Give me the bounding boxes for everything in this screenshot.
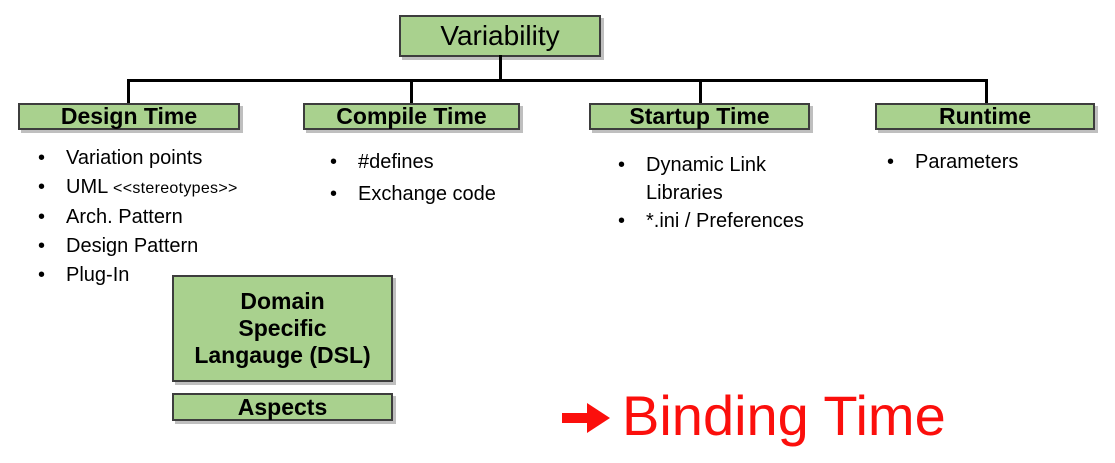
branch-label-design-time: Design Time <box>60 103 198 129</box>
list-item-text: Dynamic Link Libraries <box>646 154 767 204</box>
branch-box-compile-time: Compile Time <box>303 103 520 130</box>
list-item: #defines <box>322 148 542 177</box>
list-item-text: Design Pattern <box>66 235 199 257</box>
branch-label-runtime: Runtime <box>939 103 1031 129</box>
branch-label-startup-time: Startup Time <box>629 103 770 129</box>
branch-box-startup-time: Startup Time <box>589 103 810 130</box>
design-time-list: Variation points UML <<stereotypes>> Arc… <box>30 144 290 290</box>
variability-box: Variability <box>399 15 601 57</box>
list-item-text: *.ini / Preferences <box>646 210 804 232</box>
connector-stub-compile-time <box>410 79 413 105</box>
connector-stub-design-time <box>127 79 130 105</box>
list-item: Variation points <box>30 144 290 173</box>
list-item-text: Variation points <box>66 147 203 169</box>
compile-time-list: #defines Exchange code <box>322 148 542 212</box>
list-item: Design Pattern <box>30 232 290 261</box>
list-item: Exchange code <box>322 180 542 209</box>
list-item: Parameters <box>879 148 1089 176</box>
dsl-label: Domain Specific Langauge (DSL) <box>194 288 371 368</box>
runtime-list: Parameters <box>879 148 1089 176</box>
list-item-text: Parameters <box>915 151 1019 173</box>
list-item-text: UML <box>66 176 108 198</box>
connector-stub-startup-time <box>699 79 702 105</box>
branch-box-design-time: Design Time <box>18 103 240 130</box>
list-item: UML <<stereotypes>> <box>30 173 290 203</box>
list-item-text: Plug-In <box>66 264 130 286</box>
list-item: Dynamic Link Libraries <box>610 151 816 207</box>
list-item: *.ini / Preferences <box>610 207 816 235</box>
branch-box-runtime: Runtime <box>875 103 1095 130</box>
startup-time-list: Dynamic Link Libraries *.ini / Preferenc… <box>610 151 816 235</box>
branch-label-compile-time: Compile Time <box>336 103 487 129</box>
list-item: Arch. Pattern <box>30 203 290 232</box>
dsl-box: Domain Specific Langauge (DSL) <box>172 275 393 382</box>
list-item-text: Exchange code <box>358 183 496 205</box>
aspects-box: Aspects <box>172 393 393 421</box>
variability-label: Variability <box>440 20 560 51</box>
aspects-label: Aspects <box>237 393 328 420</box>
connector-root-vertical <box>499 55 502 82</box>
list-item-suffix: <<stereotypes>> <box>113 180 238 197</box>
list-item-text: Arch. Pattern <box>66 206 183 228</box>
list-item: Plug-In <box>30 261 290 290</box>
right-arrow-icon <box>562 403 610 433</box>
connector-stub-runtime <box>985 79 988 105</box>
connector-horizontal <box>127 79 988 82</box>
binding-time-label: Binding Time <box>622 384 946 447</box>
list-item-text: #defines <box>358 151 434 173</box>
